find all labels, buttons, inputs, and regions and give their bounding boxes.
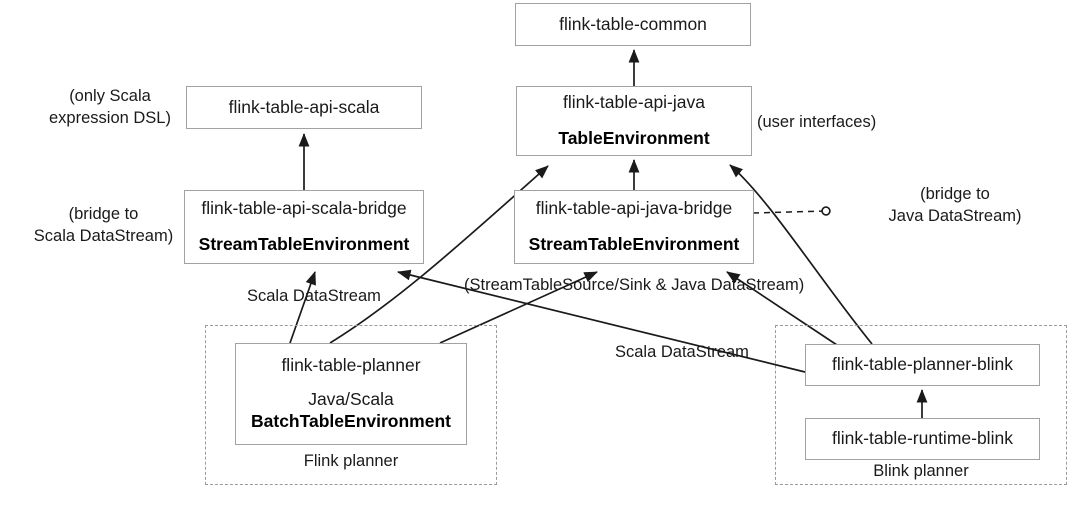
edge-planner-to-scalabridge [289,271,316,344]
note-only-scala-expression-dsl-line2: expression DSL) [49,109,171,128]
node-flink-table-api-scala[interactable]: flink-table-api-scala [186,86,422,129]
node-flink-table-runtime-blink-title: flink-table-runtime-blink [832,428,1013,449]
node-flink-table-api-java[interactable]: flink-table-api-java TableEnvironment [516,86,752,156]
node-flink-table-planner-title: flink-table-planner [281,355,421,376]
edge-plannerblink-to-apijava [729,164,873,345]
note-bridge-to-java-datastream-line1: (bridge to [920,185,990,203]
note-user-interfaces-line1: (user interfaces) [757,113,877,131]
node-flink-table-planner[interactable]: flink-table-planner Java/Scala BatchTabl… [235,343,467,445]
node-flink-table-api-java-bridge[interactable]: flink-table-api-java-bridge StreamTableE… [514,190,754,264]
node-flink-table-api-scala-bridge-subtitle: StreamTableEnvironment [198,234,410,254]
edge-plannerblink-to-scalabridge [397,269,806,373]
edge-plannerblink-to-javabridge [726,271,841,348]
leader-bridge-to-java-datastream [752,206,831,216]
note-bridge-to-java-datastream: (bridge to Java DataStream) [855,183,1055,228]
node-flink-table-api-scala-title: flink-table-api-scala [228,96,380,117]
note-only-scala-expression-dsl: (only Scala expression DSL) [40,85,180,130]
node-flink-table-planner-subtitle: BatchTableEnvironment [251,410,451,431]
note-bridge-to-java-datastream-line2: Java DataStream) [888,207,1022,226]
node-flink-table-planner-blink[interactable]: flink-table-planner-blink [805,344,1040,386]
edge-planner-to-javabridge [439,271,598,344]
blink-planner-group-label: Blink planner [873,462,969,480]
node-flink-table-planner-lang: Java/Scala [308,389,394,410]
blink-planner-group [775,325,1067,485]
note-user-interfaces: (user interfaces) [757,111,937,133]
node-flink-table-common[interactable]: flink-table-common [515,3,751,46]
edge-label-scala-datastream-right: Scala DataStream [615,343,749,361]
node-flink-table-common-title: flink-table-common [559,13,707,34]
edge-label-scala-datastream-left: Scala DataStream [247,287,381,305]
node-flink-table-api-scala-bridge-title: flink-table-api-scala-bridge [201,198,407,219]
node-flink-table-api-java-bridge-title: flink-table-api-java-bridge [535,198,733,219]
flink-planner-group-label: Flink planner [303,452,399,470]
node-flink-table-api-java-subtitle: TableEnvironment [558,128,710,148]
node-flink-table-api-scala-bridge[interactable]: flink-table-api-scala-bridge StreamTable… [184,190,424,264]
node-flink-table-api-java-bridge-subtitle: StreamTableEnvironment [528,234,740,254]
note-bridge-to-scala-datastream: (bridge to Scala DataStream) [26,203,181,248]
note-only-scala-expression-dsl-line1: (only Scala [69,87,151,105]
node-flink-table-planner-blink-title: flink-table-planner-blink [832,354,1013,375]
edge-label-stream-table-source-sink: (StreamTableSource/Sink & Java DataStrea… [464,276,805,294]
flink-planner-group [205,325,497,485]
node-flink-table-api-java-title: flink-table-api-java [562,92,705,113]
node-flink-table-runtime-blink[interactable]: flink-table-runtime-blink [805,418,1040,460]
note-bridge-to-scala-datastream-line2: Scala DataStream) [33,227,174,246]
note-bridge-to-scala-datastream-line1: (bridge to [68,205,139,223]
